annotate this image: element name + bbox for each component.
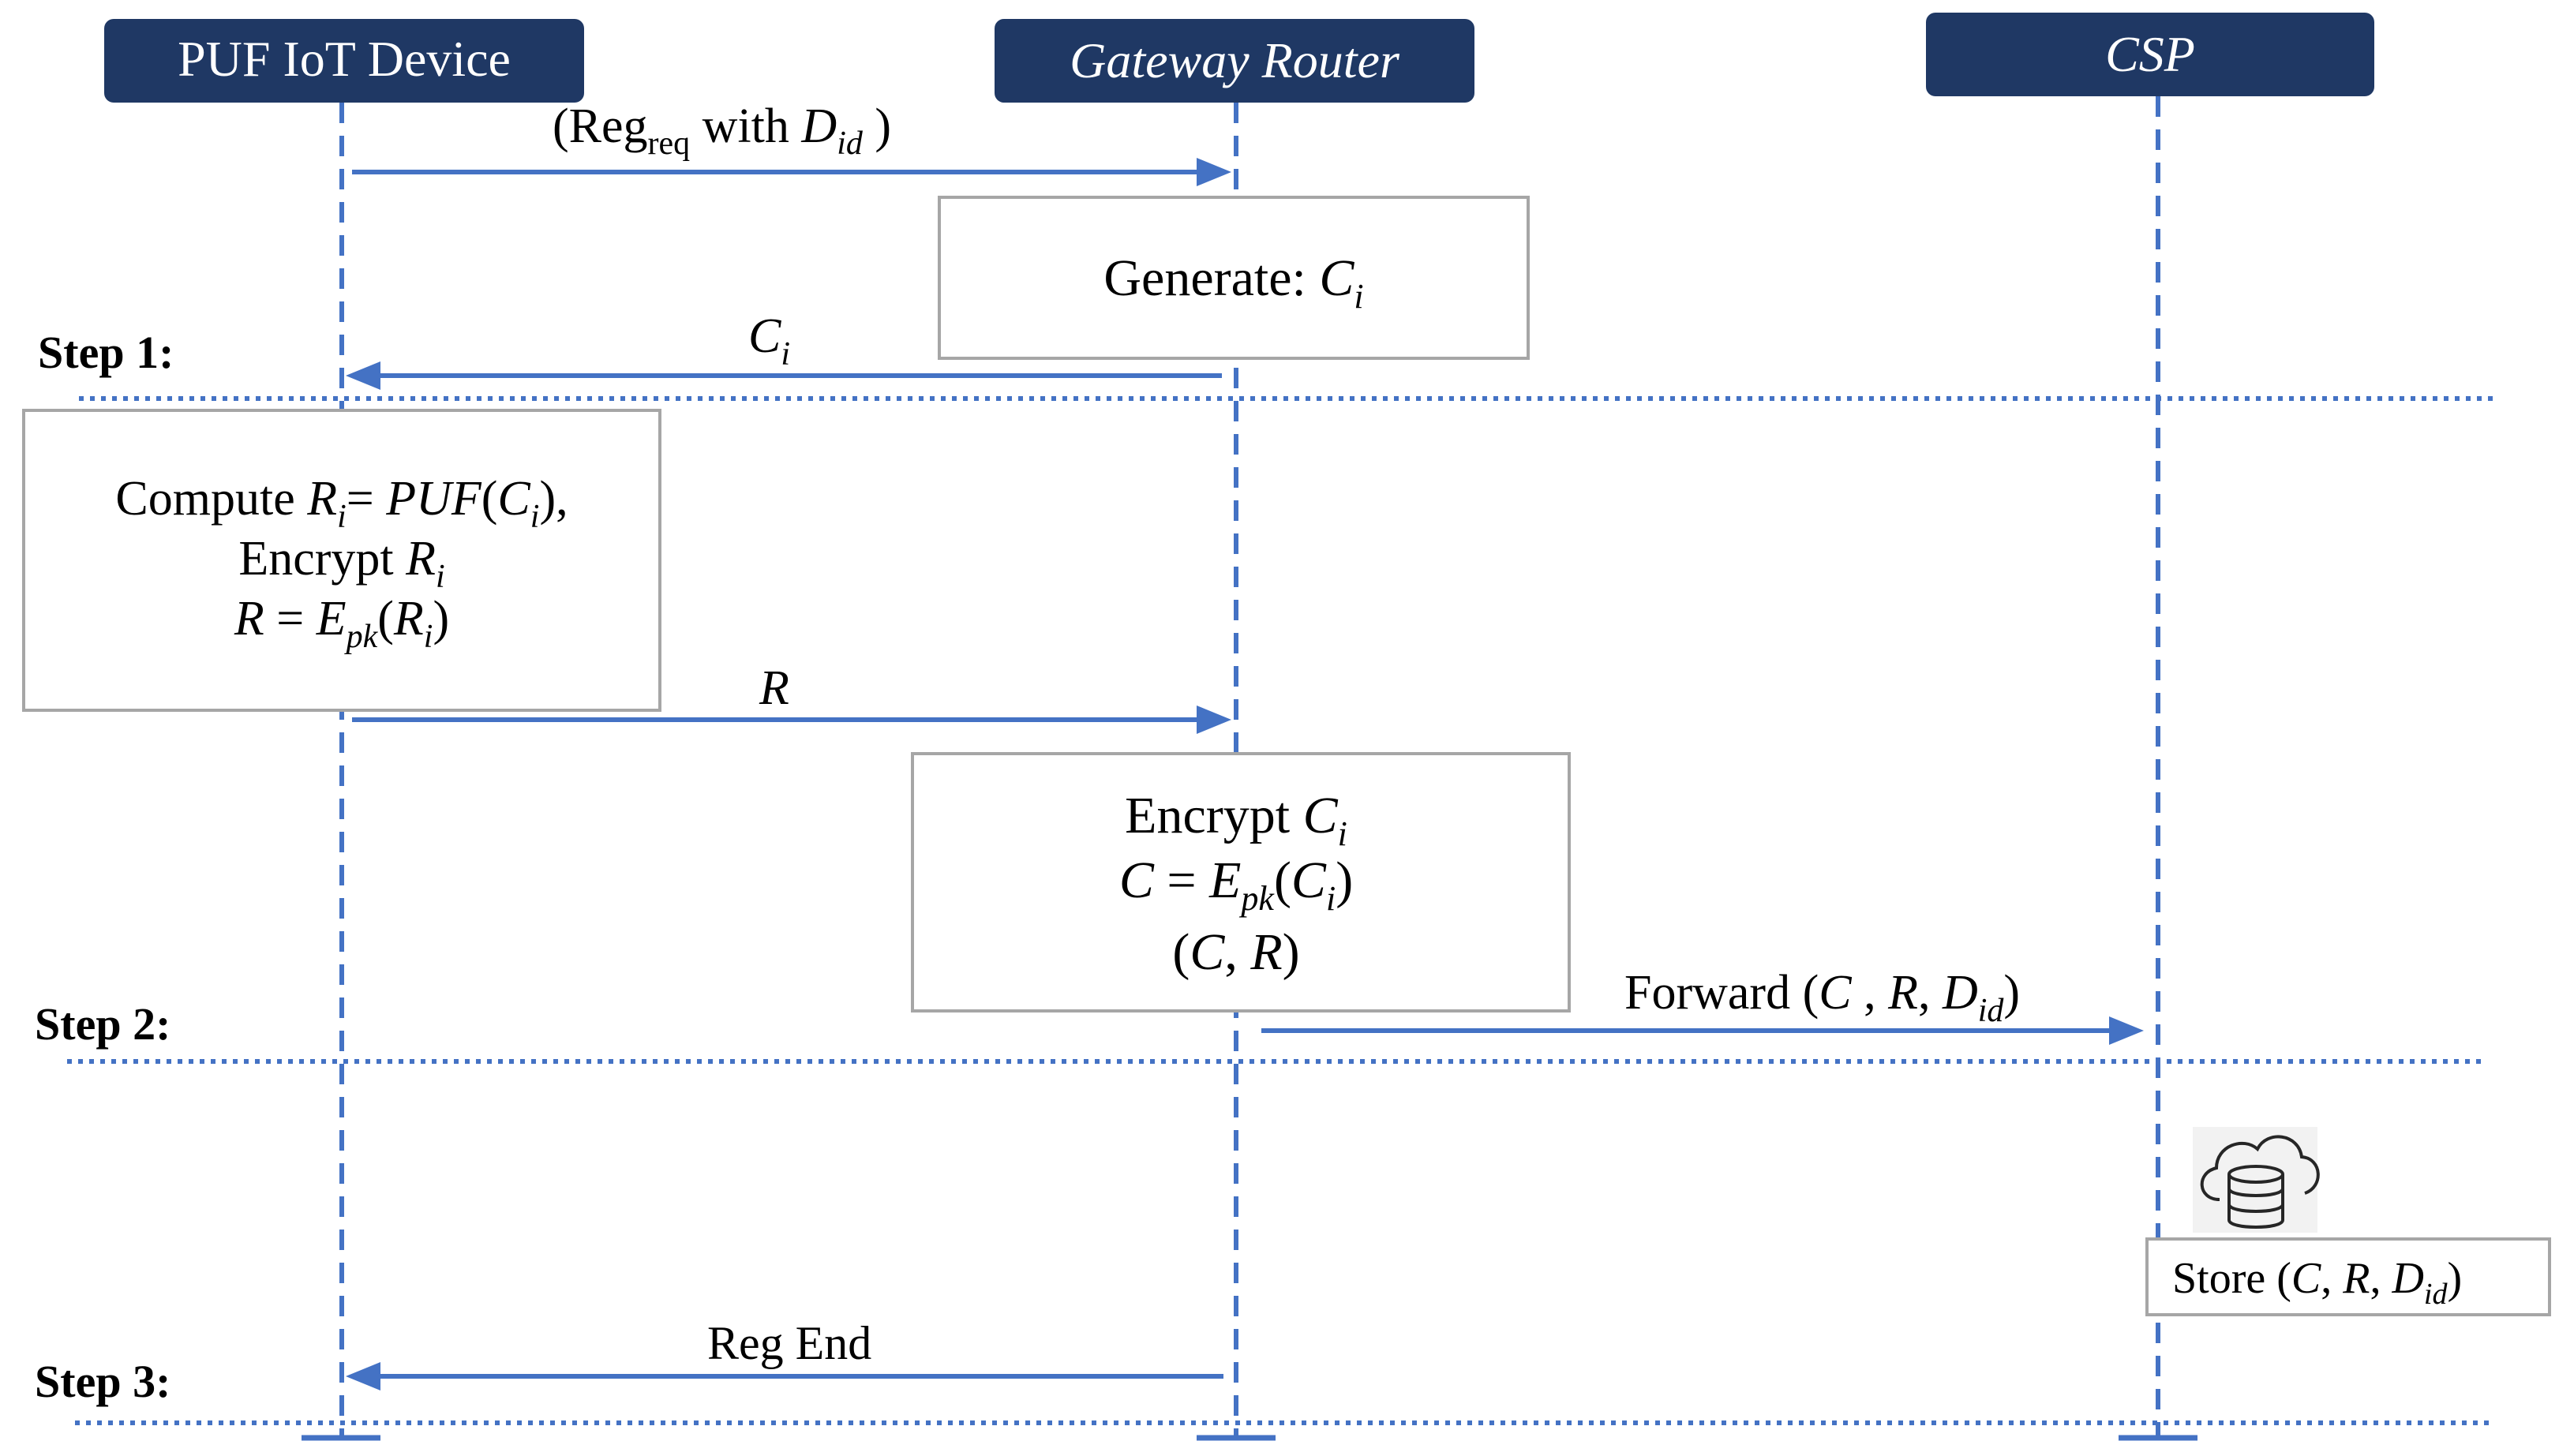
message-reg-request: (Regreq with Did ): [352, 99, 1231, 186]
step-3-label: Step 3:: [35, 1356, 170, 1407]
note-generate-text: Generate: Ci: [1103, 249, 1363, 316]
message-reg-end-label: Reg End: [707, 1317, 871, 1369]
message-forward: Forward (C , R, Did): [1261, 966, 2144, 1045]
note-encrypt-c-line2: C = Epk(Ci): [1119, 852, 1353, 918]
message-reg-end-arrowhead: [346, 1362, 380, 1390]
message-reg-request-label: (Regreq with Did ): [553, 99, 891, 162]
message-r-send-arrowhead: [1197, 706, 1231, 734]
step-2-label: Step 2:: [35, 998, 170, 1050]
message-reg-request-arrowhead: [1197, 158, 1231, 186]
note-encrypt-c-line1: Encrypt Ci: [1125, 787, 1347, 853]
message-forward-arrowhead: [2109, 1016, 2144, 1045]
note-compute-line2: Encrypt Ri: [238, 532, 444, 595]
note-encrypt-c-line3: (C, R): [1172, 923, 1299, 981]
actor-gateway: Gateway Router: [995, 19, 1474, 103]
actor-device-label: PUF IoT Device: [178, 31, 511, 87]
actor-csp: CSP: [1926, 13, 2374, 96]
actor-csp-label: CSP: [2105, 26, 2195, 82]
message-ci-return-label: Ci: [748, 309, 790, 372]
note-compute-line3: R = Epk(Ri): [234, 592, 449, 655]
note-store: Store (C, R, Did): [2145, 1237, 2551, 1316]
message-ci-return-arrowhead: [346, 361, 380, 390]
note-compute: Compute Ri= PUF(Ci), Encrypt Ri R = Epk(…: [22, 409, 661, 712]
note-compute-line1: Compute Ri= PUF(Ci),: [115, 472, 568, 535]
message-forward-label: Forward (C , R, Did): [1624, 966, 2020, 1029]
message-r-send-label: R: [759, 661, 789, 715]
message-reg-end: Reg End: [346, 1317, 1223, 1390]
cloud-database-icon: [2193, 1127, 2320, 1233]
message-r-send: R: [352, 661, 1231, 734]
actor-device: PUF IoT Device: [104, 19, 584, 103]
note-store-text: Store (C, R, Did): [2172, 1254, 2462, 1311]
actor-gateway-label: Gateway Router: [1070, 32, 1400, 88]
note-encrypt-c: Encrypt Ci C = Epk(Ci) (C, R): [911, 752, 1571, 1012]
note-generate: Generate: Ci: [938, 196, 1530, 360]
message-ci-return: Ci: [346, 309, 1222, 390]
step-1-label: Step 1:: [38, 327, 174, 378]
